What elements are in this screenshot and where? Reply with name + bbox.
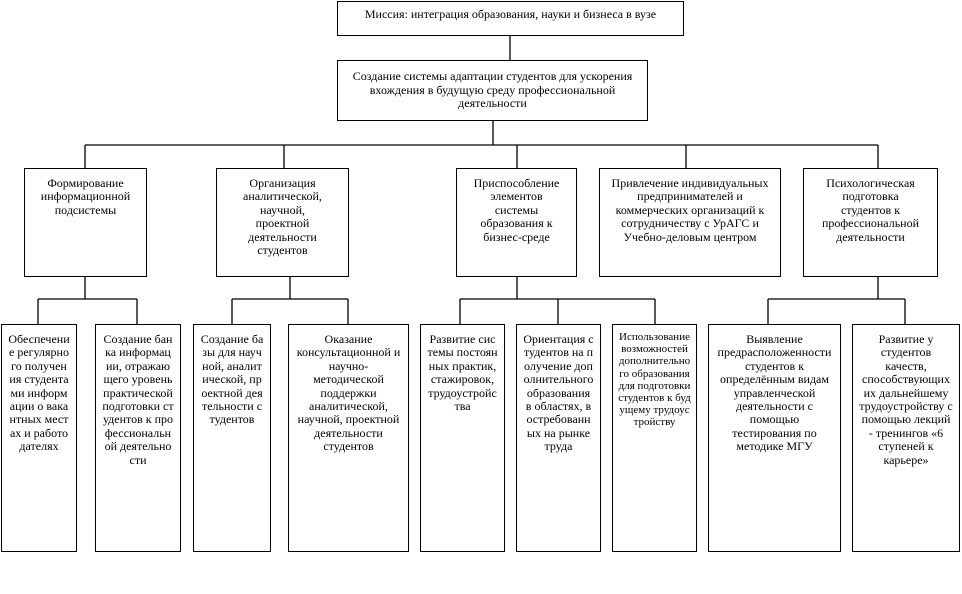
task-box-5-1: Выявление предрасположенности студентов … (708, 324, 841, 552)
task-text-1-1: Обеспечение регулярного получения студен… (8, 332, 70, 454)
task-box-3-1: Развитие системы постоянных практик, ста… (420, 324, 505, 552)
direction-box-2: Организация аналитической, научной, прое… (216, 168, 349, 277)
task-text-1-2: Создание банка информации, отражающего у… (102, 332, 174, 467)
direction-box-1: Формирование информационной подсистемы (24, 168, 147, 277)
task-text-3-3: Использование возможностей дополнительно… (618, 331, 691, 429)
task-box-5-2: Развитие у студентов качеств, способству… (852, 324, 960, 552)
goal-box: Создание системы адаптации студентов для… (337, 60, 648, 121)
task-box-3-2: Ориентация студентов на получение дополн… (516, 324, 601, 552)
direction-box-3: Приспособление элементов системы образов… (456, 168, 577, 277)
direction-box-5: Психологическая подготовка студентов к п… (803, 168, 938, 277)
task-text-5-2: Развитие у студентов качеств, способству… (859, 332, 953, 467)
task-text-3-1: Развитие системы постоянных практик, ста… (427, 332, 498, 414)
mission-box: Миссия: интеграция образования, науки и … (337, 1, 684, 36)
direction-label-3: Приспособление элементов системы образов… (473, 176, 560, 244)
direction-label-1: Формирование информационной подсистемы (40, 176, 131, 217)
task-text-2-2: Оказание консультационной и научно-метод… (296, 332, 401, 454)
direction-label-2: Организация аналитической, научной, прое… (243, 176, 322, 258)
task-text-2-1: Создание базы для научной, аналитической… (200, 332, 264, 427)
task-text-5-1: Выявление предрасположенности студентов … (717, 332, 832, 454)
direction-label-4: Привлечение индивидуальных предпринимате… (611, 176, 769, 244)
mission-text: Миссия: интеграция образования, науки и … (364, 7, 657, 21)
direction-box-4: Привлечение индивидуальных предпринимате… (599, 168, 781, 277)
task-box-3-3: Использование возможностей дополнительно… (612, 324, 697, 552)
task-box-1-1: Обеспечение регулярного получения студен… (1, 324, 77, 552)
task-box-2-2: Оказание консультационной и научно-метод… (288, 324, 409, 552)
goal-text: Создание системы адаптации студентов для… (352, 69, 633, 111)
task-box-1-2: Создание банка информации, отражающего у… (95, 324, 181, 552)
task-box-2-1: Создание базы для научной, аналитической… (193, 324, 271, 552)
direction-label-5: Психологическая подготовка студентов к п… (821, 176, 920, 244)
task-text-3-2: Ориентация студентов на получение дополн… (523, 332, 594, 454)
